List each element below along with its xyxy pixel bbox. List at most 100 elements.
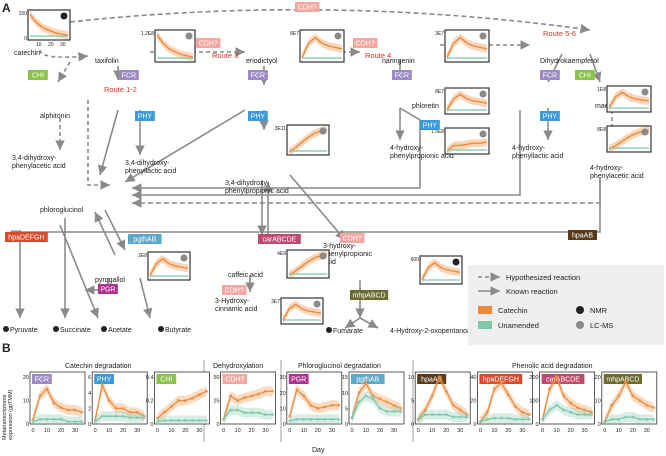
mini-method-dot	[334, 32, 342, 40]
xtick-label: 30	[72, 428, 78, 434]
enzyme-badge-hpaab: hpaAB	[568, 230, 597, 240]
series-point-catechin	[631, 394, 635, 398]
xtick-label: 0	[156, 428, 159, 434]
enzyme-badge-cdh3: CDH?	[196, 38, 221, 48]
mini-method-dot	[185, 32, 193, 40]
mini-method-dot	[479, 32, 487, 40]
enzyme-badge-label: PHY	[423, 123, 438, 130]
series-point-catechin	[66, 408, 70, 412]
series-point-unamended	[555, 403, 559, 407]
series-point-catechin	[38, 394, 42, 398]
mini-xtick: 20	[48, 42, 54, 48]
enzyme-badge-label: hpaAB	[572, 233, 593, 240]
mini-ytick: 8E7	[290, 31, 299, 37]
series-point-catechin	[371, 394, 375, 398]
series-point-catechin	[624, 380, 628, 384]
xtick-label: 10	[616, 428, 622, 434]
ytick-label: 0	[536, 422, 539, 428]
gene-badge-label: pgthAB	[356, 377, 379, 384]
xtick-label: 0	[288, 428, 291, 434]
series-point-unamended	[590, 413, 594, 417]
series-point-unamended	[288, 419, 292, 423]
series-point-catechin	[617, 394, 621, 398]
xtick-label: 0	[479, 428, 482, 434]
enzyme-badge-pgr: PGR	[98, 284, 118, 294]
series-point-unamended	[569, 410, 573, 414]
series-point-unamended	[583, 413, 587, 417]
enzyme-badge-cdh4: CDH?	[353, 38, 378, 48]
mini-plot-pyrogallol: 2E8	[138, 251, 191, 281]
gene-badge-bg	[479, 374, 523, 384]
ytick-label: 4	[88, 391, 91, 397]
enzyme-badge-bg	[222, 285, 247, 295]
series-point-catechin	[583, 408, 587, 412]
legend-swatch-unamended	[478, 321, 492, 329]
enzyme-badge-label: CDH?	[343, 236, 362, 243]
mini-ytick: 3E7	[435, 31, 444, 37]
series-point-unamended	[603, 420, 607, 424]
series-point-catechin	[302, 394, 306, 398]
mini-plot-maesopsin: 1E8	[597, 85, 652, 113]
series-point-unamended	[478, 420, 482, 424]
series-point-unamended	[492, 416, 496, 420]
series-band-catechin	[157, 386, 207, 424]
series-point-catechin	[135, 410, 139, 414]
series-point-unamended	[444, 413, 448, 417]
mini-plot-eriodictyol: 8E7	[290, 29, 345, 63]
xtick-label: 20	[377, 428, 383, 434]
series-point-catechin	[31, 417, 35, 421]
xtick-label: 10	[106, 428, 112, 434]
compound-taxifolin: taxifolin	[95, 58, 119, 65]
series-point-unamended	[38, 417, 42, 421]
series-point-unamended	[392, 410, 396, 414]
ytick-label: 0	[26, 422, 29, 428]
series-point-unamended	[316, 417, 320, 421]
compound-phloroglucinol: phloroglucinol	[40, 207, 84, 214]
series-point-catechin	[430, 394, 434, 398]
mini-plot-taxifolin: 1.2E8	[141, 29, 196, 63]
mini-method-dot	[452, 258, 460, 266]
series-point-catechin	[520, 410, 524, 414]
ytick-label: 0.2	[146, 399, 154, 405]
series-point-unamended	[399, 410, 403, 414]
enzyme-badge-cdh_low: CDH?	[222, 285, 247, 295]
mini-plot-hcinn: 3E7	[271, 297, 324, 325]
series-point-unamended	[617, 417, 621, 421]
series-point-unamended	[73, 420, 77, 424]
series-point-unamended	[250, 411, 254, 415]
series-point-unamended	[45, 417, 49, 421]
enzyme-badge-bg	[295, 2, 320, 12]
series-point-unamended	[264, 413, 268, 417]
product-pyruvate: Pyruvate	[10, 327, 38, 334]
series-point-catechin	[485, 410, 489, 414]
enzyme-badge-bg	[540, 111, 560, 121]
ytick-label: 15	[342, 375, 348, 381]
series-point-unamended	[183, 418, 187, 422]
enzyme-badge-bg	[28, 70, 48, 80]
gene-badge-label: FCR	[35, 377, 49, 384]
series-point-catechin	[385, 400, 389, 404]
series-point-unamended	[610, 417, 614, 421]
legend: Hypothesized reaction Known reaction Cat…	[468, 265, 664, 345]
ytick-label: 20	[595, 375, 601, 381]
series-point-catechin	[562, 394, 566, 398]
enzyme-badge-label: CDH?	[199, 41, 218, 48]
series-point-unamended	[128, 416, 132, 420]
series-point-unamended	[121, 414, 125, 418]
mini-plot-phloretin_b: 1.5E8	[431, 127, 490, 155]
enzyme-badge-label: PHY	[251, 114, 266, 121]
enzyme-badge-label: PHY	[138, 114, 153, 121]
compound-pyrogallol: pyrogallol	[95, 277, 125, 284]
ytick-label: 10	[408, 375, 414, 381]
series-point-unamended	[222, 417, 226, 421]
series-point-unamended	[645, 417, 649, 421]
series-point-catechin	[236, 399, 240, 403]
gene-badge-bg	[222, 374, 247, 384]
ytick-label: 0	[411, 422, 414, 428]
series-point-unamended	[323, 417, 327, 421]
gene-badge-label: CDH?	[225, 377, 244, 384]
panel-b-ylabel-line1: Metatranscriptome	[2, 394, 8, 440]
